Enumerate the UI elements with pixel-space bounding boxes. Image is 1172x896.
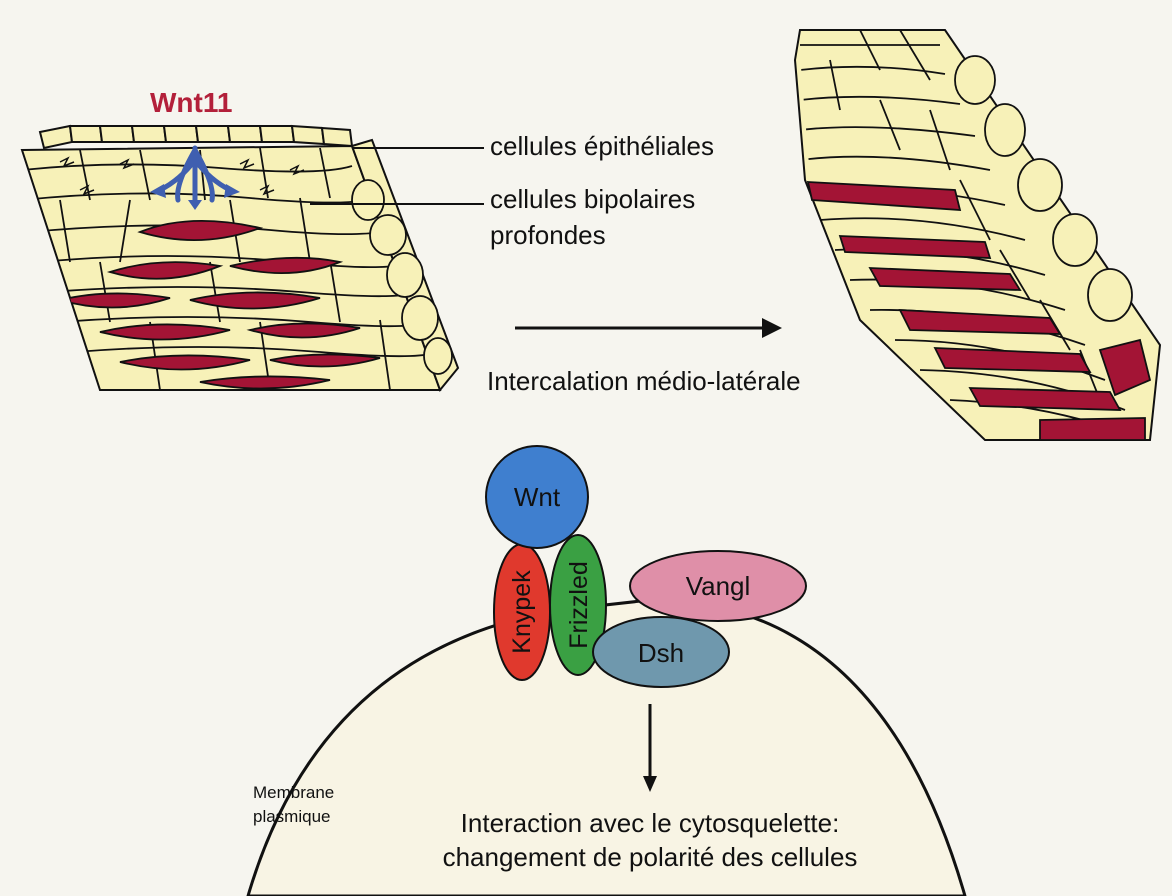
intercalation-label: Intercalation médio-latérale — [487, 366, 801, 396]
intercalation-arrow — [515, 318, 782, 338]
membrane-label-line1: Membrane — [253, 783, 334, 802]
epithelial-cell-layer — [38, 124, 354, 150]
membrane-label-line2: plasmique — [253, 807, 331, 826]
side-face-cells — [351, 179, 453, 375]
dsh-protein: Dsh — [592, 616, 730, 688]
vangl-protein: Vangl — [629, 550, 807, 622]
wnt-label: Wnt — [514, 482, 561, 512]
wnt11-label: Wnt11 — [150, 87, 232, 118]
bipolar-cell-protrusions — [59, 156, 305, 196]
wnt11-diffusion-arrows — [150, 145, 240, 210]
deep-bipolar-cells — [56, 220, 381, 390]
knypek-protein: Knypek — [493, 543, 551, 681]
frizzled-label: Frizzled — [565, 561, 593, 649]
deep-cell-pattern — [22, 147, 440, 390]
dsh-label: Dsh — [638, 638, 684, 668]
frizzled-protein: Frizzled — [549, 534, 607, 676]
bipolar-cells-label-line1: cellules bipolaires — [490, 184, 695, 214]
bipolar-cells-label-line2: profondes — [490, 220, 606, 250]
result-label-line1: Interaction avec le cytosquelette: — [461, 808, 840, 838]
intercalated-deep-cells — [806, 181, 1152, 441]
wnt-ligand: Wnt — [485, 445, 589, 549]
vangl-label: Vangl — [686, 571, 751, 601]
after-side-cells — [954, 55, 1133, 322]
epithelial-cells-label: cellules épithéliales — [490, 131, 714, 161]
tissue-block-after — [793, 29, 1162, 441]
knypek-label: Knypek — [508, 570, 536, 654]
signaling-arrow — [643, 704, 657, 792]
result-label-line2: changement de polarité des cellules — [443, 842, 858, 872]
tissue-block-before — [20, 124, 460, 392]
